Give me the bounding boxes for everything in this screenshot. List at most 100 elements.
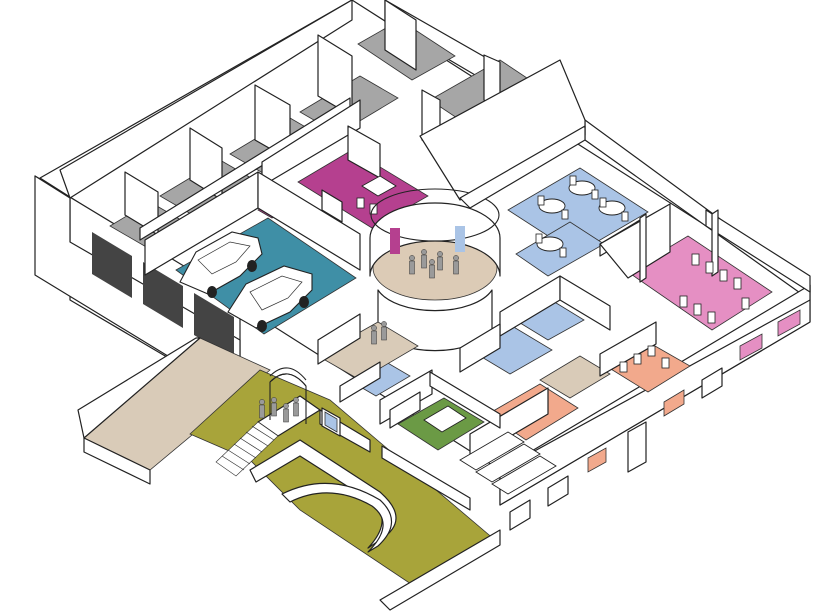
- curved-planter: [281, 482, 393, 553]
- chair-icon: [647, 345, 656, 357]
- rotunda-top-rim: [370, 188, 500, 242]
- partition: [429, 371, 501, 429]
- window-frame: [701, 367, 723, 399]
- blue-offices: [351, 275, 611, 397]
- window-frame: [627, 421, 647, 473]
- person-icon: [421, 249, 427, 269]
- table-icon: [361, 175, 397, 197]
- entrance-ramp: [77, 337, 271, 485]
- green-meeting: [379, 369, 485, 451]
- chair-icon: [633, 353, 642, 365]
- chair-icon: [591, 189, 599, 200]
- window-frame: [547, 475, 569, 507]
- chair-icon: [619, 361, 628, 373]
- person-icon: [453, 255, 459, 275]
- blue-office-wall-2: [559, 275, 611, 331]
- entry-window-glass: [324, 411, 338, 433]
- salmon-window-2: [663, 389, 685, 417]
- interior-partitions: [317, 313, 501, 511]
- pink-window: [739, 333, 763, 361]
- chair-icon: [693, 303, 702, 316]
- chair-icon-group: [679, 253, 750, 324]
- person-icon-group: [259, 397, 299, 423]
- partition: [381, 445, 471, 511]
- table-icon: [538, 198, 566, 214]
- salmon-workspace: [459, 383, 607, 495]
- partition: [339, 361, 381, 403]
- rotunda-door: [455, 226, 465, 252]
- back-left-wall: [59, 0, 353, 199]
- salmon-window: [587, 447, 607, 473]
- person-icon: [293, 397, 299, 417]
- rotunda-door: [390, 228, 400, 254]
- corridor-floor-2: [539, 355, 611, 399]
- chair-icon: [599, 197, 607, 208]
- pink-back-wall: [599, 203, 671, 279]
- meeting-partition: [389, 391, 421, 429]
- garage-right-wall: [257, 171, 361, 271]
- rotunda: [369, 188, 501, 352]
- table-icon: [423, 405, 467, 433]
- storage-rooms: [109, 0, 586, 249]
- chair-icon: [741, 297, 750, 310]
- salmon-back-wall: [469, 387, 549, 461]
- desk-row: [459, 431, 557, 495]
- chair-icon: [621, 211, 629, 222]
- chair-icon: [719, 269, 728, 282]
- arch-icon: [269, 367, 307, 424]
- chair-icon: [369, 203, 378, 215]
- chair-icon: [537, 195, 545, 206]
- chair-icon: [559, 247, 567, 258]
- person-icon: [409, 255, 415, 275]
- chair-icon: [691, 253, 700, 266]
- window-frame: [509, 499, 531, 531]
- stair-icon: [215, 421, 279, 477]
- person-icon: [437, 251, 443, 271]
- pink-right-wall: [705, 209, 811, 293]
- magenta-floor: [297, 149, 429, 229]
- cafeteria-back-wall: [459, 125, 586, 209]
- storage-partition: [384, 0, 417, 71]
- chair-icon: [535, 233, 543, 244]
- table-icon: [459, 431, 525, 471]
- car-icon: [179, 231, 263, 298]
- table-icon: [475, 443, 541, 483]
- salmon-wall-2: [599, 321, 657, 377]
- chair-icon: [679, 295, 688, 308]
- person-icon-group: [371, 321, 387, 345]
- magenta-office: [261, 99, 429, 229]
- vent-icon: [194, 293, 234, 359]
- ramp-front-wall: [83, 437, 151, 485]
- garage: [144, 171, 361, 335]
- vent-icon: [143, 262, 183, 328]
- person-icon: [371, 325, 377, 345]
- front-windows: [509, 367, 723, 531]
- chair-icon: [561, 209, 569, 220]
- front-foundation: [379, 529, 501, 611]
- pink-column: [711, 209, 719, 277]
- person-icon: [283, 403, 289, 423]
- car-icon: [227, 265, 313, 332]
- magenta-partition-2: [321, 189, 343, 223]
- pink-column: [639, 213, 647, 283]
- pink-window: [777, 309, 801, 337]
- person-icon-group: [409, 249, 459, 279]
- partition: [317, 313, 361, 365]
- chair-icon: [733, 277, 742, 290]
- front-right-facade: [499, 299, 811, 506]
- chair-icon: [356, 197, 365, 209]
- ramp-side-wall: [77, 337, 201, 439]
- chair-icon: [661, 357, 670, 369]
- vent-icon-group: [92, 232, 234, 359]
- person-icon: [271, 397, 277, 417]
- pink-workspace: [599, 203, 811, 361]
- vent-icon: [92, 232, 132, 298]
- table-icon: [536, 236, 564, 252]
- chair-icon-group: [619, 345, 670, 373]
- chair-icon: [707, 311, 716, 324]
- chair-icon: [569, 175, 577, 186]
- person-icon: [259, 399, 265, 419]
- chair-icon-group: [535, 175, 629, 258]
- entry-stairs: [215, 367, 397, 553]
